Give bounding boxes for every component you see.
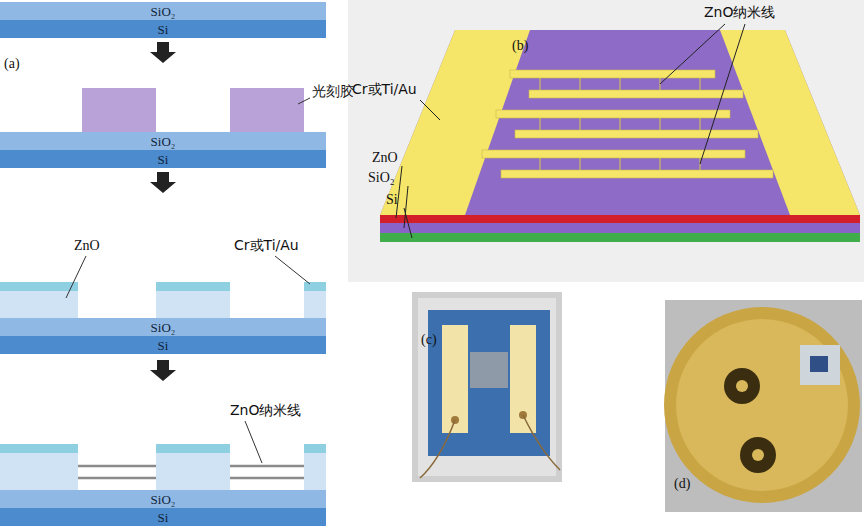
panel-letter: (a) [4,56,20,71]
part-label: ZnO纳米线 [704,5,775,20]
sio2-layer: SiO₂ [0,132,326,150]
layer-label: Si [158,339,169,352]
part-label: ZnO [74,238,100,253]
part-label: SiO₂ [368,170,395,185]
layer-label: Si [158,511,169,524]
photo-ground [348,0,864,282]
panel-letter: (b) [512,38,528,53]
part-label: Cr或Ti/Au [352,82,417,97]
si-layer: Si [0,20,326,38]
part-label: Si [386,192,398,207]
layer-label: SiO₂ [151,135,176,148]
photoresist [230,88,304,132]
panel-letter: (c) [421,332,437,347]
zno-block [0,282,326,318]
sio2-layer: SiO₂ [0,490,326,508]
layer-label: SiO₂ [151,321,176,334]
photoresist [82,88,156,132]
device-3d [380,30,860,242]
layer-label: SiO₂ [151,5,176,18]
sio2-layer: SiO₂ [0,2,326,20]
part-label: ZnO [372,150,398,165]
layer-label: SiO₂ [151,493,176,506]
device-photo [412,292,562,482]
si-layer: Si [0,150,326,168]
si-layer: Si [0,336,326,354]
part-label: Cr或Ti/Au [234,238,299,253]
panel-letter: (d) [674,476,690,491]
part-label: 光刻胶 [312,84,354,99]
nanowire [78,466,304,478]
part-label: ZnO纳米线 [230,403,301,418]
sio2-layer: SiO₂ [0,318,326,336]
si-layer: Si [0,508,326,526]
leader-line [396,24,745,238]
zno-block [0,444,326,490]
layer-label: Si [158,153,169,166]
package-photo [664,300,862,512]
layer-label: Si [158,23,169,36]
